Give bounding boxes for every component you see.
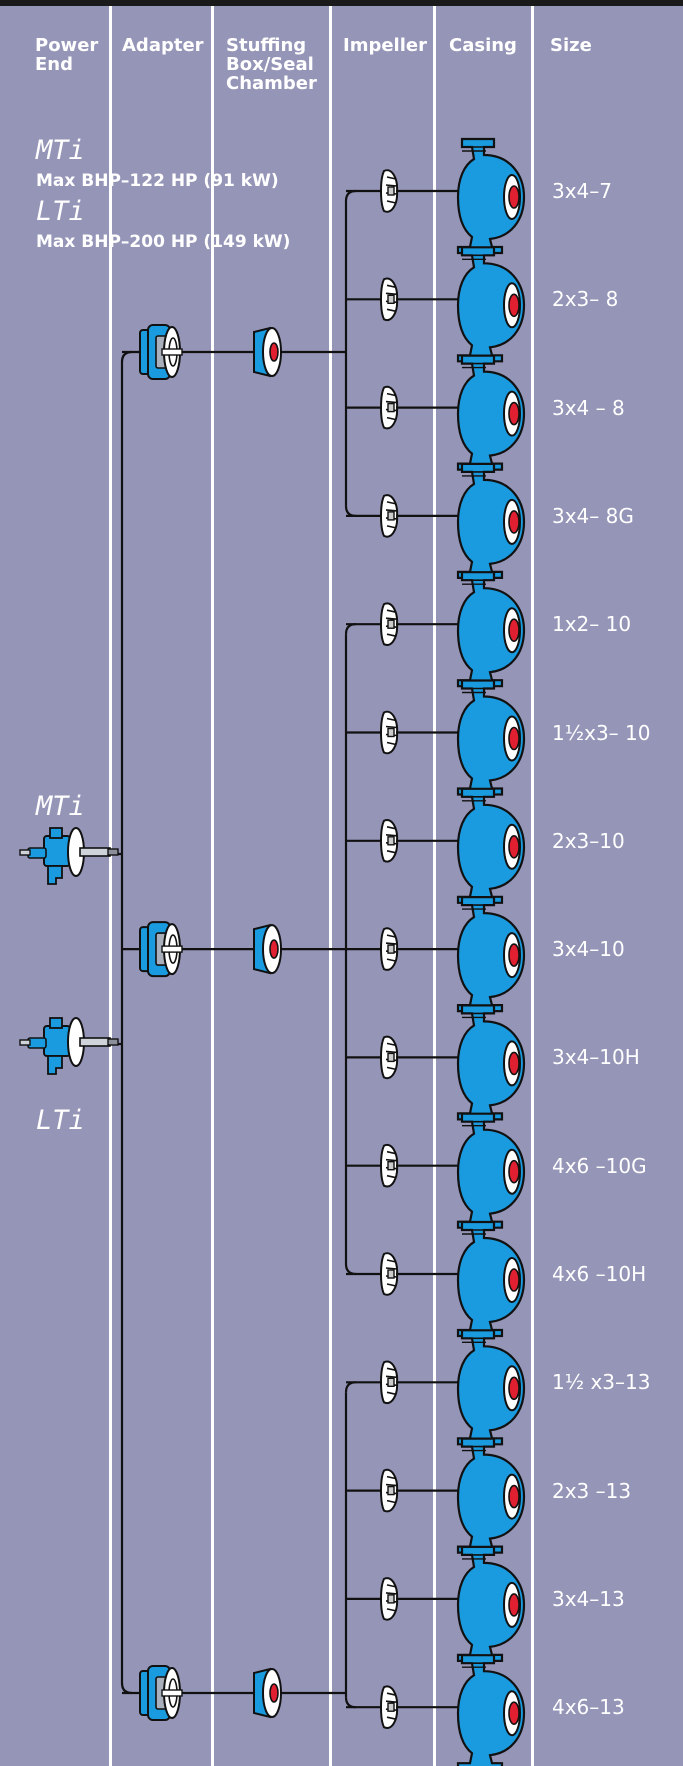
connector-line — [344, 1697, 357, 1709]
size-label: 4x6–13 — [552, 1695, 625, 1720]
impeller-icon — [380, 1577, 399, 1621]
header-size: Size — [550, 35, 592, 56]
casing-icon — [456, 354, 526, 471]
impeller-icon — [380, 1252, 399, 1296]
casing-icon — [456, 1545, 526, 1663]
header-adapter: Adapter — [122, 35, 204, 56]
impeller-icon — [380, 277, 399, 322]
impeller-icon — [380, 1143, 399, 1188]
casing-icon — [456, 895, 526, 1013]
impeller-icon — [380, 1035, 399, 1080]
size-label: 3x4–10 — [552, 937, 625, 962]
stuffing-box-icon — [253, 924, 282, 975]
size-label: 1½ x3–13 — [552, 1370, 651, 1395]
stuffing-box-icon — [253, 327, 282, 377]
power-end-lti-label: LTi — [36, 1105, 85, 1136]
impeller-icon — [380, 819, 399, 863]
impeller-icon — [380, 169, 399, 213]
column-divider — [329, 6, 332, 1766]
connector-line — [120, 1682, 133, 1695]
casing-icon — [456, 1654, 526, 1766]
impeller-icon — [380, 385, 399, 430]
adapter-icon — [139, 921, 183, 978]
size-label: 3x4–13 — [552, 1586, 625, 1611]
casing-icon — [456, 1112, 526, 1229]
impeller-icon — [380, 494, 399, 538]
connector-line — [344, 505, 357, 517]
casing-icon — [456, 679, 526, 796]
power-end-mti-label: MTi — [36, 791, 85, 822]
casing-icon — [456, 571, 526, 688]
header-power-end: Power End — [35, 35, 99, 75]
adapter-icon — [139, 324, 183, 380]
size-label: 3x4– 8G — [552, 503, 634, 528]
size-label: 3x4 – 8 — [552, 395, 625, 420]
connector-line — [344, 623, 357, 635]
impeller-icon — [380, 927, 399, 971]
impeller-icon — [380, 1685, 399, 1729]
size-label: 4x6 –10H — [552, 1262, 647, 1286]
size-label: 2x3–10 — [552, 828, 625, 853]
connector-line — [344, 189, 357, 202]
size-label: 3x4–7 — [552, 179, 613, 203]
model-lti-spec: Max BHP–200 HP (149 kW) — [36, 232, 291, 252]
column-divider — [531, 6, 534, 1766]
size-label: 3x4–10H — [552, 1045, 640, 1070]
model-lti-title: LTi — [36, 196, 85, 227]
column-divider — [433, 6, 436, 1766]
power-end-icon — [19, 827, 119, 885]
size-label: 2x3 –13 — [552, 1478, 632, 1503]
stuffing-box-icon — [253, 1668, 282, 1718]
impeller-icon — [380, 710, 399, 755]
size-label: 1x2– 10 — [552, 612, 632, 637]
casing-icon — [456, 246, 526, 363]
column-divider — [109, 6, 112, 1766]
top-rule — [0, 0, 683, 6]
casing-icon — [456, 787, 526, 904]
casing-icon — [456, 1004, 526, 1121]
size-label: 1½x3– 10 — [552, 720, 651, 745]
model-mti-title: MTi — [36, 135, 85, 166]
casing-icon — [456, 1220, 526, 1338]
casing-icon — [456, 462, 526, 580]
connector-line — [344, 1263, 357, 1276]
casing-icon — [456, 1437, 526, 1554]
connector-line — [120, 350, 133, 363]
impeller-icon — [380, 602, 399, 646]
header-casing: Casing — [449, 35, 517, 56]
impeller-icon — [380, 1360, 399, 1405]
impeller-icon — [380, 1468, 399, 1513]
column-divider — [211, 6, 214, 1766]
connector-line — [344, 1381, 357, 1393]
size-label: 4x6 –10G — [552, 1153, 647, 1178]
header-stuffing-box: Stuffing Box/Seal Chamber — [226, 35, 317, 94]
size-label: 2x3– 8 — [552, 287, 619, 312]
casing-icon — [456, 137, 526, 255]
adapter-icon — [139, 1665, 183, 1721]
header-impeller: Impeller — [343, 35, 427, 56]
model-mti-spec: Max BHP–122 HP (91 kW) — [36, 171, 279, 191]
power-end-icon — [19, 1017, 119, 1075]
casing-icon — [456, 1329, 526, 1446]
